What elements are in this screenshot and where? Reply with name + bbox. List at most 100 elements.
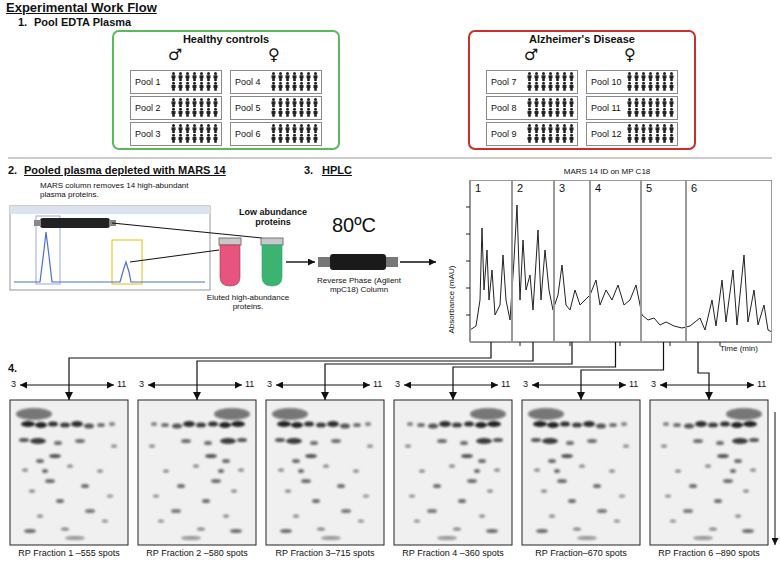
people-icons [528,72,574,91]
chart-axes [670,342,671,346]
gel-image [138,400,256,545]
gel-panel: RP Fraction 6 –890 spots [650,400,768,558]
pool-box: Pool 5 [230,96,322,120]
ph-range-arrow [404,385,498,386]
hplc-column [318,257,330,267]
axis-title: Absorbance (mAU) [447,266,456,334]
ph-mark: 3 [139,379,144,389]
label-holder: 11 [757,379,766,389]
step-number: 2. [8,164,17,177]
step-heading: HPLC [322,164,352,177]
depletion-screenshot [10,206,210,290]
label-holder: ♂ [524,47,538,63]
pool-box: Pool 1 [130,70,222,94]
group-box: Healthy controlsPool 1Pool 2Pool 3Pool 4… [112,30,340,150]
pool-box: Pool 9 [486,122,578,146]
chart-axes [570,342,571,346]
gel-panel: RP Fraction 4 –360 spots [394,400,512,558]
label-holder: Low abundance proteins [236,207,310,228]
fraction-number: 1 [471,181,511,196]
title-holder: Experimental Work Flow [6,1,157,16]
people-icons [272,72,318,91]
tube-label: Eluted high-abundance proteins. [204,293,292,311]
fraction-band: 5 [641,180,686,342]
people-icons [172,72,218,91]
gel-image [528,408,629,540]
people-icons [628,72,674,91]
pool-label: Pool 9 [487,124,517,144]
chart-axes [466,180,772,346]
label-holder: 11 [245,379,254,389]
people-icons [628,124,674,143]
gel-image [650,400,768,545]
people-icons [528,124,574,143]
label-holder: Time (min) [720,344,758,353]
label-holder: 11 [629,379,638,389]
hplc-column [386,257,398,267]
group-title: Healthy controls [114,33,338,46]
chart-axes [620,342,621,346]
gel-caption: RP Fraction 6 –890 spots [636,548,780,558]
chromatogram-trace [470,205,772,332]
step-heading: Pooled plasma depleted with MARS 14 [24,164,226,177]
tube-label: Low abundance proteins [236,207,310,228]
pool-box: Pool 11 [586,96,678,120]
people-icons [272,124,318,143]
people-icons [628,98,674,117]
pool-label: Pool 8 [487,98,517,118]
depletion-screenshot [40,218,110,228]
gel-panel: RP Fraction–670 spots [522,400,640,558]
ph-mark: 3 [395,379,400,389]
gel-caption: RP Fraction 4 –360 spots [380,548,526,558]
label-holder: 2. [8,164,17,177]
label-holder: Absorbance (mAU) [447,266,456,334]
sex-symbol: ♂ [168,47,182,63]
label-holder: 4. [8,362,17,375]
sex-symbol: ♀ [624,47,636,63]
group-box: Alzheimer's DiseasePool 7Pool 8Pool 9Poo… [468,30,696,150]
ph-mark: 11 [629,379,638,389]
pool-box: Pool 8 [486,96,578,120]
connector-arrow [325,342,572,400]
pool-box: Pool 6 [230,122,322,146]
gel-image [405,408,506,540]
fraction-band: 3 [554,180,590,342]
fraction-band: 2 [512,180,554,342]
leader-lines [112,223,262,238]
connector-arrow [698,342,709,400]
pool-label: Pool 2 [131,98,161,118]
people-icons [528,98,574,117]
pool-label: Pool 12 [587,124,622,144]
gel-image [266,400,384,545]
label-holder: ♀ [624,47,636,63]
gel-caption: RP Fraction–670 spots [508,548,654,558]
gel-image [394,400,512,545]
gel-panel: RP Fraction 1 –555 spots [10,400,128,558]
label-holder: Reverse Phase (Agilent mpC18) Column [312,276,406,294]
connector-arrow [69,342,491,400]
label-holder: 3 [523,379,528,389]
label-holder: Pool EDTA Plasma [34,16,131,29]
figure-title: Experimental Work Flow [6,1,157,16]
pool-label: Pool 4 [231,72,261,92]
gel-caption: RP Fraction 1 –555 spots [0,548,142,558]
fraction-number: 4 [591,181,640,196]
fraction-number: 3 [555,181,589,196]
ph-range-arrow [20,385,754,386]
label-holder: HPLC [322,164,352,177]
step-heading: Pool EDTA Plasma [34,16,131,29]
ph-mark: 11 [501,379,510,389]
step-number: 3. [304,164,313,177]
ph-range-arrow [276,385,370,386]
label-holder: 3 [651,379,656,389]
low-abundance-tube [261,238,283,245]
label-holder: 11 [117,379,126,389]
label-holder: Eluted high-abundance proteins. [204,293,292,311]
gel-caption: RP Fraction 2 –580 spots [124,548,270,558]
depletion-screenshot [10,206,210,290]
depletion-screenshot [10,206,210,214]
pool-box: Pool 7 [486,70,578,94]
gel-panel: RP Fraction 2 –580 spots [138,400,256,558]
